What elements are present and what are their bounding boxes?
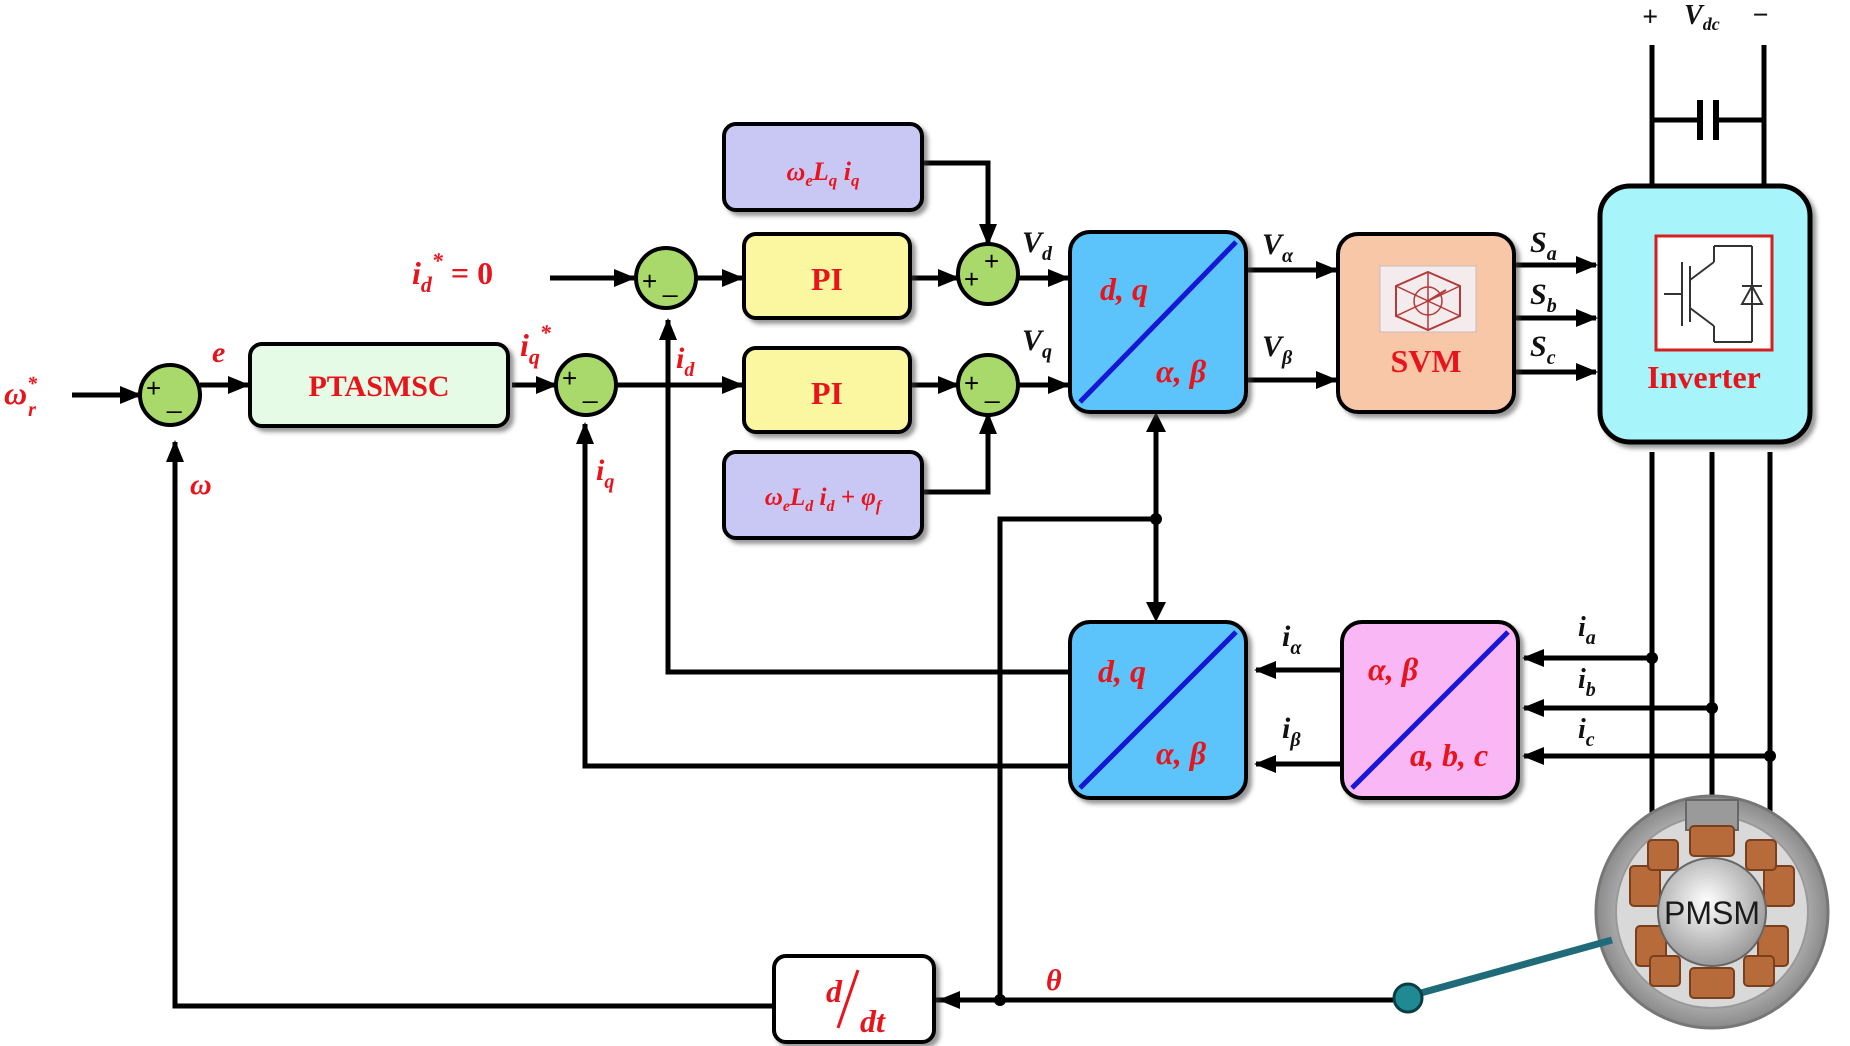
feedforward-q-block xyxy=(722,450,924,540)
sum-junction-speed: + _ xyxy=(138,363,202,427)
svm-hexagon-icon xyxy=(1379,265,1477,333)
wire-theta-branch xyxy=(997,516,1156,1000)
clarke-top-label: α, β xyxy=(1368,651,1419,687)
svg-text:_: _ xyxy=(662,268,678,298)
igbt-icon xyxy=(1654,234,1774,352)
clarke-bottom-label: a, b, c xyxy=(1410,737,1488,773)
valpha-label: Vα xyxy=(1262,228,1294,267)
speed-ref-label: ω*r xyxy=(4,373,38,421)
sc-label: Sc xyxy=(1530,330,1556,369)
id-ref-label: id*= 0 xyxy=(412,248,493,297)
id-feedback-label: id xyxy=(676,342,695,381)
wire-omega-feedback xyxy=(166,440,772,1009)
vdc-minus-label: − xyxy=(1752,0,1769,31)
encoder-shaft-icon xyxy=(1392,936,1613,1014)
omega-label: ω xyxy=(190,468,212,501)
ialpha-label: iα xyxy=(1282,620,1302,659)
sum-junction-id: + _ xyxy=(634,246,698,310)
vq-label: Vq xyxy=(1022,324,1052,363)
pi-q-block xyxy=(742,346,912,434)
svg-text:+: + xyxy=(642,266,657,296)
svg-text:+: + xyxy=(984,246,999,276)
park-transform-block xyxy=(1068,620,1248,800)
wires xyxy=(72,45,1776,1009)
pi-d-label: PI xyxy=(811,261,843,297)
pi-q-label: PI xyxy=(811,375,843,411)
inverse-park-transform-block xyxy=(1068,230,1248,414)
vd-label: Vd xyxy=(1022,226,1053,265)
wire-ff-d xyxy=(924,160,997,246)
theta-label: θ xyxy=(1046,964,1062,997)
iq-ref-label: iq* xyxy=(520,320,552,369)
clarke-transform-block xyxy=(1340,620,1520,800)
feedforward-d-label: ωeLq iq xyxy=(787,157,860,190)
svg-text:+: + xyxy=(964,264,979,294)
ptasmsc-controller-block xyxy=(248,342,510,428)
sa-label: Sa xyxy=(1530,226,1557,265)
ptasmsc-label: PTASMSC xyxy=(308,370,449,403)
sum-junction-vd: + + xyxy=(956,242,1020,306)
pmsm-motor-icon xyxy=(1594,794,1830,1030)
vbeta-label: Vβ xyxy=(1262,330,1293,369)
pi-d-block xyxy=(742,232,912,320)
feedforward-q-label: ωeLd id + φf xyxy=(765,484,883,515)
svg-text:+: + xyxy=(146,373,161,403)
ib-label: ib xyxy=(1578,664,1596,701)
park-top-label: d, q xyxy=(1098,653,1146,689)
vdc-label: Vdc xyxy=(1684,0,1720,34)
pmsm-label: PMSM xyxy=(1664,895,1760,931)
wire-ff-q xyxy=(924,412,997,495)
svg-text:_: _ xyxy=(582,374,598,404)
feedforward-d-block xyxy=(722,122,924,212)
derivative-block xyxy=(772,954,936,1044)
iq-feedback-label: iq xyxy=(596,454,614,493)
svm-label: SVM xyxy=(1390,343,1461,379)
derivative-denominator: dt xyxy=(860,1003,886,1039)
ia-label: ia xyxy=(1578,612,1596,649)
sum-junction-vq: + _ xyxy=(956,353,1020,417)
ic-label: ic xyxy=(1578,714,1595,751)
park-bottom-label: α, β xyxy=(1156,735,1207,771)
wire-iq-feedback xyxy=(576,422,1068,769)
vdc-plus-label: + xyxy=(1642,2,1658,33)
wire-id-feedback xyxy=(659,318,1068,675)
error-label: e xyxy=(212,336,225,369)
svg-text:+: + xyxy=(964,368,979,398)
sum-junction-iq: + _ xyxy=(554,353,618,417)
svg-text:+: + xyxy=(562,363,577,393)
svg-text:_: _ xyxy=(984,374,1000,404)
inverter-label: Inverter xyxy=(1647,359,1761,395)
svg-text:_: _ xyxy=(166,384,182,414)
derivative-numerator: d xyxy=(826,973,843,1009)
inverse-park-bottom-label: α, β xyxy=(1156,353,1207,389)
inverse-park-top-label: d, q xyxy=(1100,271,1148,307)
sb-label: Sb xyxy=(1530,278,1557,317)
ibeta-label: iβ xyxy=(1282,712,1301,751)
